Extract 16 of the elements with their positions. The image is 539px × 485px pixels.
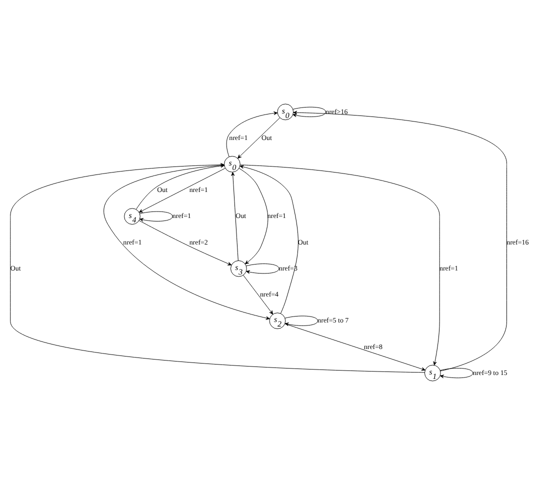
arrow — [284, 324, 426, 371]
arrow — [140, 211, 173, 222]
arrow — [226, 111, 278, 157]
arrow — [104, 164, 270, 320]
arrow — [240, 165, 298, 314]
arrow — [284, 316, 318, 326]
arrow — [231, 172, 238, 261]
arrow — [293, 110, 507, 372]
arrow — [440, 368, 474, 378]
arrow — [138, 220, 232, 266]
arrow — [238, 117, 280, 159]
arrow — [238, 168, 268, 264]
arrow — [240, 164, 440, 366]
arrow — [243, 274, 274, 315]
arrow — [292, 106, 326, 118]
arrow — [246, 264, 280, 274]
